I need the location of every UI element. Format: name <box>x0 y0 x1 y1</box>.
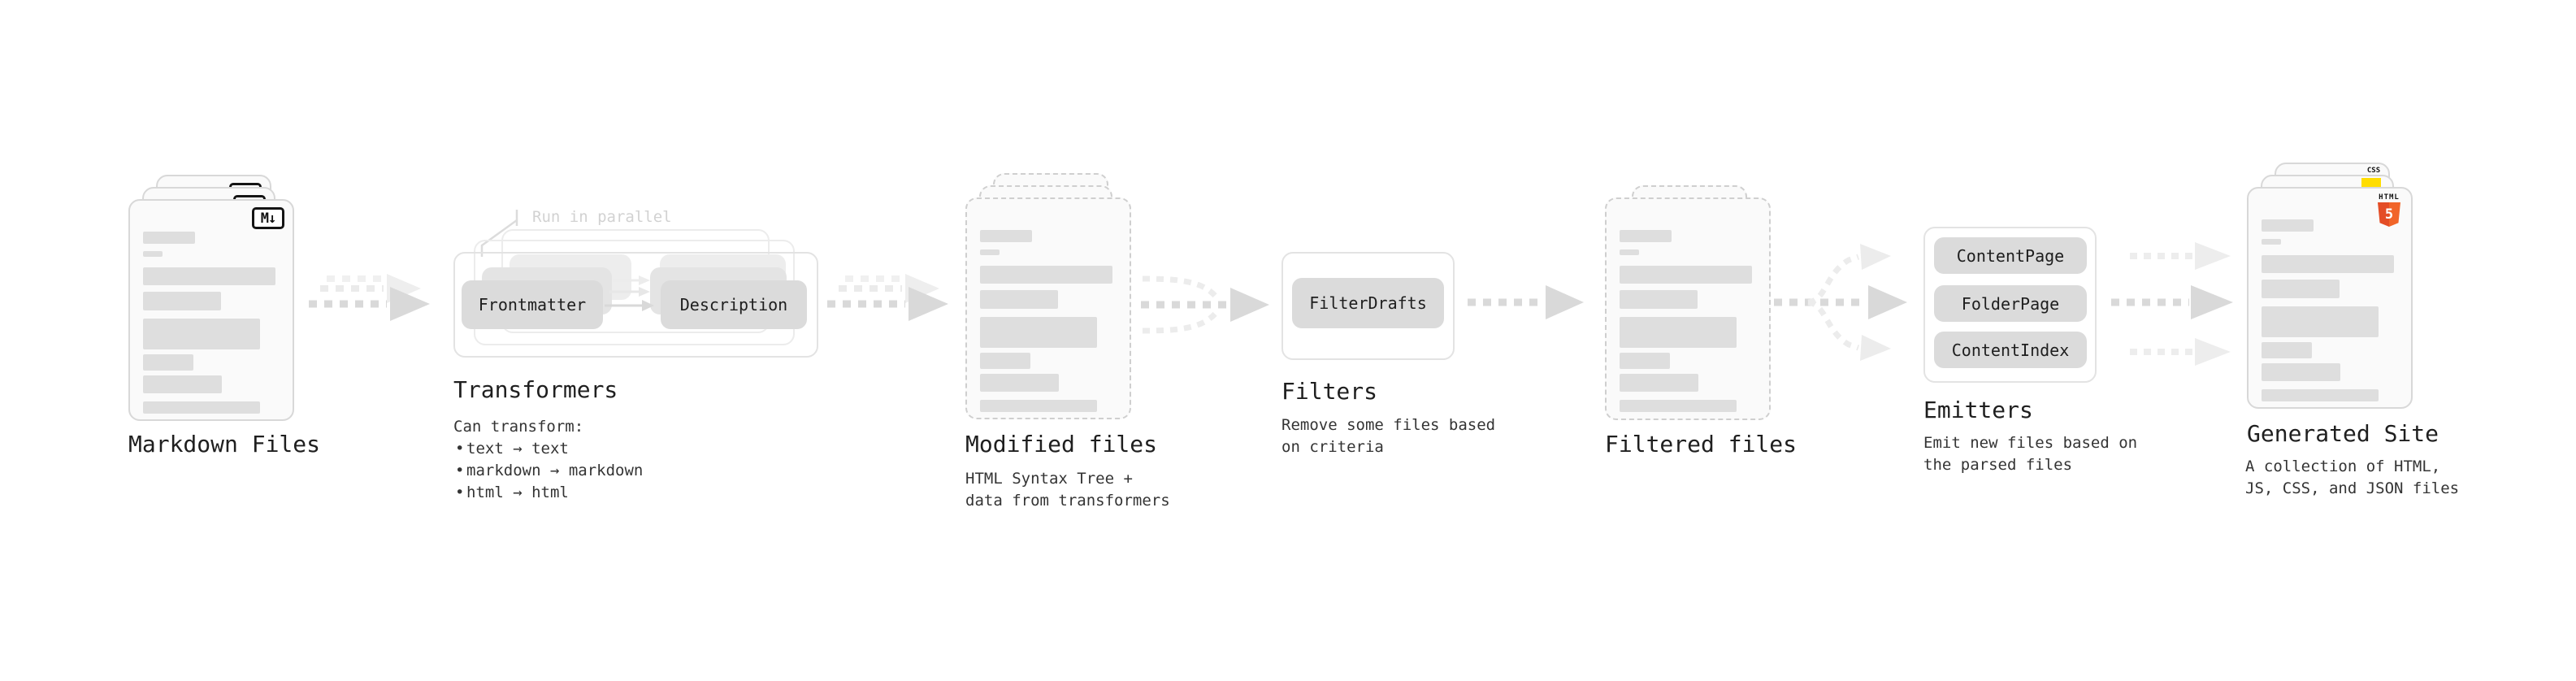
flow-arrow-stacked <box>827 274 948 321</box>
flow-arrow <box>1468 285 1584 319</box>
placeholder-bars <box>1620 230 1756 412</box>
flow-arrow-converge <box>1141 275 1269 334</box>
markdown-files-label: Markdown Files <box>128 431 321 458</box>
description-line: A collection of HTML, <box>2245 458 2441 475</box>
modified-files-label: Modified files <box>965 431 1158 458</box>
run-in-parallel-label: Run in parallel <box>532 208 672 226</box>
html5-icon-word: HTML <box>2379 193 2400 202</box>
modified-files-description: HTML Syntax Tree + data from transformer… <box>965 468 1170 512</box>
markdown-icon: M↓ <box>252 207 284 229</box>
contentpage-pill: ContentPage <box>1934 237 2087 274</box>
filtered-files-document <box>1605 197 1771 420</box>
transformers-heading: Can transform: <box>453 418 584 436</box>
emitters-description: Emit new files based on the parsed files <box>1923 432 2137 476</box>
generated-site-description: A collection of HTML, JS, CSS, and JSON … <box>2245 456 2459 500</box>
filters-box <box>1281 252 1455 360</box>
flow-arrow-stacked <box>309 274 430 321</box>
transformers-description: Can transform: text → text markdown → ma… <box>453 416 643 504</box>
transformer-container <box>453 252 818 358</box>
description-line: HTML Syntax Tree + <box>965 470 1133 488</box>
html5-icon-shield: 5 <box>2378 202 2400 227</box>
description-line: Remove some files based <box>1281 416 1496 434</box>
contentindex-pill: ContentIndex <box>1934 332 2087 368</box>
markdown-files-document: M↓ <box>128 199 294 421</box>
css-icon-label: CSS <box>2366 167 2381 175</box>
html5-icon-number: 5 <box>2384 206 2394 223</box>
flow-arrow <box>2111 285 2233 319</box>
emitters-box <box>1923 227 2097 383</box>
filtered-files-label: Filtered files <box>1605 431 1798 458</box>
description-line: JS, CSS, and JSON files <box>2245 479 2460 497</box>
description-line: on criteria <box>1281 438 1384 456</box>
description-pill: Description <box>661 280 807 329</box>
pill-flow-arrows-icon <box>605 275 654 311</box>
modified-files-document <box>965 197 1131 419</box>
filters-title: Filters <box>1281 378 1378 405</box>
filters-description: Remove some files based on criteria <box>1281 414 1495 458</box>
emitters-title: Emitters <box>1923 397 2033 423</box>
description-line: data from transformers <box>965 492 1170 510</box>
placeholder-bars <box>2262 219 2398 401</box>
frontmatter-pill: Frontmatter <box>462 280 603 329</box>
transformers-title: Transformers <box>453 376 618 403</box>
transformer-bullet: text → text <box>453 438 643 460</box>
generated-site-label: Generated Site <box>2247 420 2439 447</box>
placeholder-bars <box>143 232 280 414</box>
flow-arrow-light <box>2130 242 2231 270</box>
filterdrafts-pill: FilterDrafts <box>1292 278 1444 328</box>
description-line: the parsed files <box>1923 456 2073 474</box>
description-line: Emit new files based on <box>1923 434 2138 452</box>
flow-arrow-split <box>1774 244 1907 361</box>
placeholder-bars <box>980 230 1117 412</box>
generated-site-document: HTML 5 <box>2247 187 2413 409</box>
folderpage-pill: FolderPage <box>1934 285 2087 322</box>
transformer-bullet: markdown → markdown <box>453 460 643 482</box>
transformer-bullet: html → html <box>453 482 643 504</box>
html5-icon: HTML 5 <box>2377 193 2401 227</box>
flow-arrow-light <box>2130 338 2231 366</box>
